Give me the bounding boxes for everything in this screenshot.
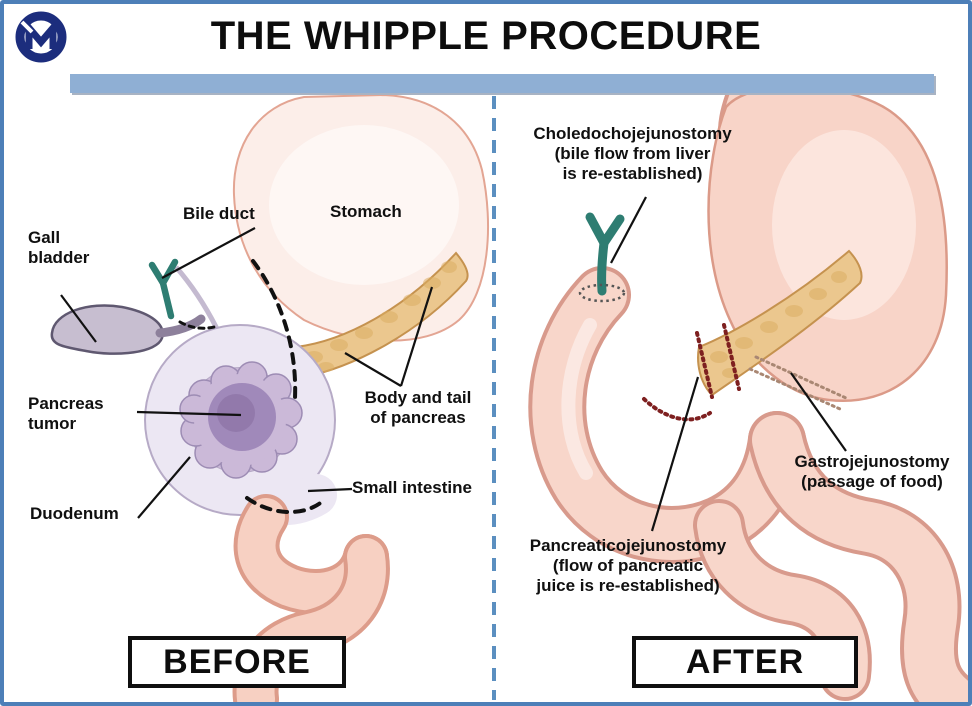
after-caption: AFTER (685, 642, 805, 681)
before-leader-lines (60, 227, 434, 519)
after-leader-lines (610, 196, 847, 532)
label-choledochojejunostomy: Choledochojejunostomy (bile flow from li… (533, 124, 732, 184)
resection-cut-lines (178, 259, 327, 514)
label-pancreaticojejunostomy: Pancreaticojejunostomy (flow of pancreat… (529, 536, 727, 596)
before-caption: BEFORE (163, 642, 311, 681)
before-caption-box: BEFORE (128, 636, 346, 688)
accent-bar (70, 74, 934, 93)
pancreas-tumor-core (217, 394, 255, 432)
choledochojejunostomy-suture (578, 283, 626, 303)
m-circle-logo (15, 11, 67, 63)
after-anatomy-illustration (528, 95, 968, 702)
gastrojejunostomy-sutures (748, 355, 848, 411)
label-bile-duct: Bile duct (183, 204, 255, 223)
after-caption-box: AFTER (632, 636, 858, 688)
bile-duct-after-shape (585, 212, 625, 296)
pancreas-after-texture (710, 271, 847, 378)
page-title: THE WHIPPLE PROCEDURE (210, 14, 762, 58)
label-duodenum: Duodenum (30, 504, 119, 523)
label-pancreas-tumor: Pancreas tumor (28, 394, 104, 434)
label-body-tail-pancreas: Body and tail of pancreas (364, 388, 472, 428)
pancreaticojejunostomy-sutures (642, 323, 741, 422)
label-gastrojejunostomy: Gastrojejunostomy (passage of food) (794, 452, 950, 492)
cystic-duct-shape (155, 314, 206, 338)
label-small-intestine: Small intestine (352, 478, 472, 497)
label-gall-bladder: Gall bladder (28, 228, 90, 268)
label-stomach: Stomach (330, 202, 402, 221)
pancreas-texture (305, 261, 457, 372)
panel-divider (492, 96, 496, 700)
gall-bladder-shape (50, 304, 164, 355)
bile-duct-shape (148, 258, 179, 320)
stomach-highlight (269, 125, 459, 285)
